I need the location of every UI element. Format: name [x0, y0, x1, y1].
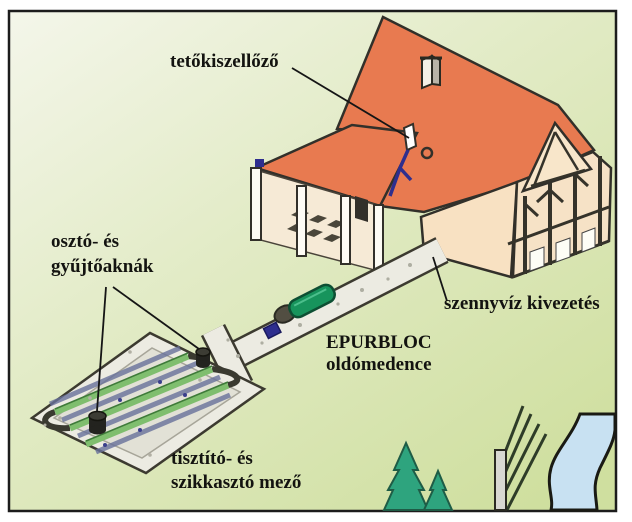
front-wall — [419, 180, 519, 279]
label-tank-line1: EPURBLOC — [326, 332, 432, 353]
leader-lines — [96, 67, 448, 412]
house — [250, 15, 613, 279]
porch-column — [373, 204, 384, 272]
leader-line-roof-vent — [291, 67, 410, 139]
distribution-shaft — [195, 347, 211, 368]
chimney — [420, 54, 442, 90]
tank-inlet-fitting — [262, 321, 282, 340]
porch-column — [250, 167, 262, 241]
timber-annex — [507, 120, 613, 279]
porch-door — [355, 196, 368, 222]
roof-ring — [420, 146, 434, 160]
porch-column — [296, 185, 307, 257]
label-tank-line2: oldómedence — [326, 354, 432, 375]
epurbloc-tank — [262, 283, 336, 340]
internal-pipe — [388, 149, 413, 197]
roof-vent-pipe — [402, 122, 434, 160]
label-roof-vent: tetőkiszellőző — [170, 51, 279, 72]
label-sewage-outlet: szennyvíz kivezetés — [444, 293, 600, 314]
pine-trees — [382, 440, 454, 511]
collection-shaft — [88, 410, 107, 435]
leader-line-distribution-shaft — [112, 286, 200, 350]
pipe-elbow — [255, 159, 264, 167]
label-shafts: osztó- és gyűjtőaknák — [51, 229, 153, 279]
leader-line-collection-shaft — [96, 286, 107, 412]
label-tank: EPURBLOC oldómedence — [326, 332, 432, 376]
label-field-line1: tisztító- és — [171, 448, 253, 469]
field-speckle — [103, 380, 187, 447]
label-field-line2: szikkasztó mező — [171, 472, 302, 493]
label-field: tisztító- és szikkasztó mező — [171, 447, 301, 495]
field-gravel-speckle — [43, 350, 202, 457]
label-shafts-line1: osztó- és — [51, 231, 120, 252]
leader-line-sewage-outlet — [432, 256, 448, 302]
porch-column — [340, 195, 351, 265]
porch — [250, 167, 384, 273]
river — [547, 412, 617, 512]
well-sweep — [494, 405, 548, 511]
label-shafts-line2: gyűjtőaknák — [51, 256, 154, 277]
